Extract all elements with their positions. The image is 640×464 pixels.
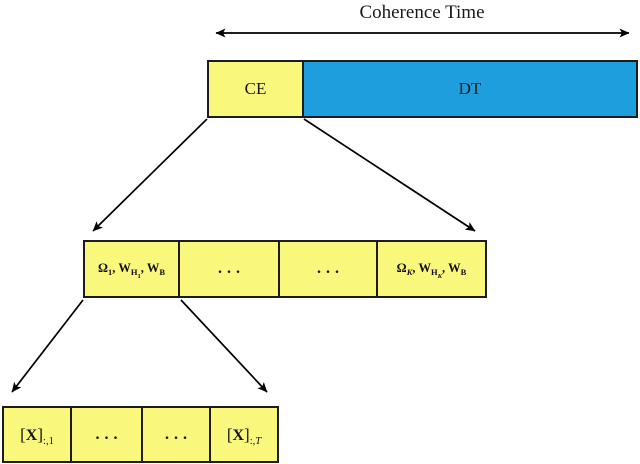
symbol-cell-dots-2: ... [141,406,211,463]
symbol-label-first: [X]:,1 [20,424,54,447]
symbol-dots-1: ... [95,425,123,443]
slot-expand-right-arrow [180,299,268,393]
symbol-cell-last: [X]:,T [209,406,279,463]
slot-label-params-last: ΩK,WHK,WB [396,261,467,280]
slot-cell-params-last: ΩK,WHK,WB [376,240,487,298]
symbol-dots-2: ... [165,425,192,443]
slot-cell-params-first: Ω1,WH1,WB [83,240,180,298]
slot-expand-left-arrow [11,299,84,393]
ce-expand-right-arrow [303,118,476,232]
ce-block-label: CE [244,79,267,98]
slot-dots-2: ... [317,260,344,277]
dt-block-label: DT [458,79,482,98]
diagram-title: Coherence Time [359,2,485,23]
slot-cell-dots-1: ... [178,240,280,298]
dt-block: DT [302,60,638,118]
slot-label-params-first: Ω1,WH1,WB [97,261,166,280]
ce-block: CE [207,60,304,118]
ce-expand-left-arrow [92,118,208,232]
slot-cell-dots-2: ... [278,240,378,298]
symbol-label-last: [X]:,T [226,424,262,447]
symbol-cell-dots-1: ... [70,406,143,463]
slot-dots-1: ... [218,260,245,277]
symbol-cell-first: [X]:,1 [2,406,72,463]
